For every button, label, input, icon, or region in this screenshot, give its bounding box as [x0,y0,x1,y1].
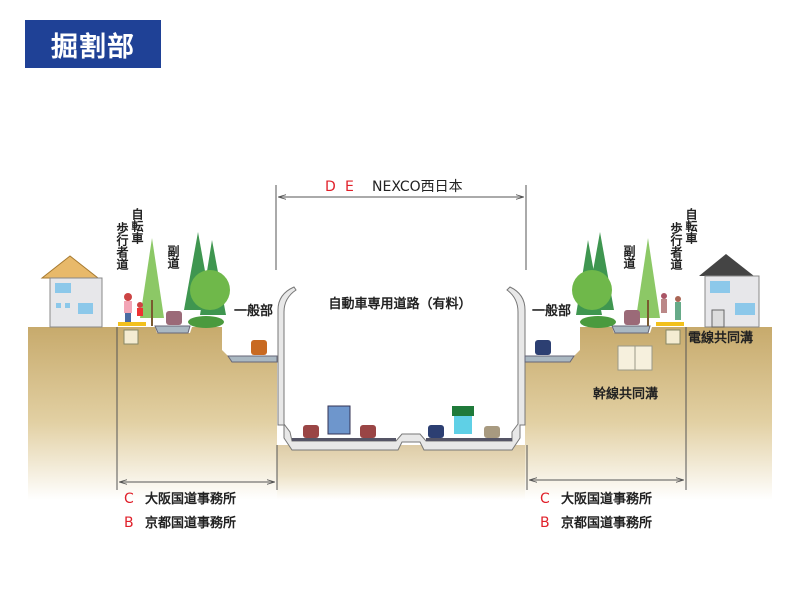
road-surface [426,438,512,441]
office-name: 大阪国道事務所 [145,491,236,507]
cut-structure [277,286,526,451]
office-name: 京都国道事務所 [561,515,652,531]
sidewalk-right-label: 歩行者道 [669,221,683,271]
bike-lane-left-label: 自転車 [130,207,144,245]
general-road-left [227,355,278,363]
frontage-road-right-label: 副道 [622,244,636,270]
frontage-road-right [611,325,651,334]
span-code-d: D [325,179,336,195]
general-road-left-label: 一般部 [234,303,273,319]
page-title: 掘割部 [25,20,161,68]
pedestrian-icon [124,293,681,322]
office-code: C [124,491,134,507]
bottom-left-legend: C 大阪国道事務所 B 京都国道事務所 [124,491,236,531]
office-code: B [124,515,134,531]
sidewalk-left-label: 歩行者道 [115,221,129,271]
span-org: NEXCO西日本 [372,179,463,195]
tree-icon [140,232,230,328]
ground [525,327,772,500]
ground-under-cut [277,445,525,500]
trunk-conduit-label: 幹線共同溝 [593,386,658,402]
trunk-conduit-icon [617,345,653,371]
car-icon [166,310,640,438]
house-icon [40,255,103,328]
general-road-right-label: 一般部 [532,303,571,319]
bike-lane-right-label: 自転車 [684,207,698,245]
office-name: 大阪国道事務所 [561,491,652,507]
tree-icon [572,232,660,328]
cable-conduit-icon [123,329,681,345]
span-code-e: E [345,179,354,195]
office-code: B [540,515,550,531]
office-code: C [540,491,550,507]
truck-icon [327,405,474,435]
cable-conduit-label: 電線共同溝 [688,330,753,346]
sidewalk-left [118,322,146,326]
house-icon [699,254,760,328]
dimension-lines [116,185,687,490]
ground [28,327,277,500]
frontage-road-left [154,325,191,334]
expressway-label: 自動車専用道路（有料） [328,296,471,312]
road-surface [292,438,396,441]
office-name: 京都国道事務所 [145,515,236,531]
bottom-right-legend: C 大阪国道事務所 B 京都国道事務所 [540,491,652,531]
frontage-road-left-label: 副道 [166,244,180,270]
general-road-right [524,355,575,363]
sidewalk-right [656,322,684,326]
